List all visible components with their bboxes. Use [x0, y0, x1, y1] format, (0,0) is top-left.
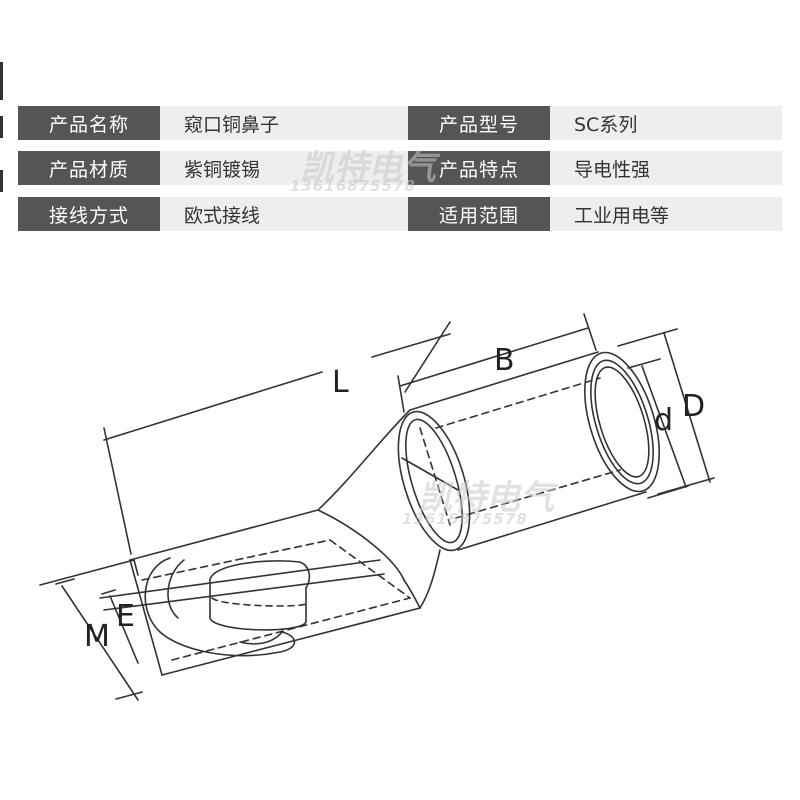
edge-mark — [0, 62, 3, 100]
dimension-label-M: M — [84, 619, 110, 654]
spec-value: 欧式接线 — [160, 197, 410, 231]
slot-opening — [144, 557, 296, 657]
neck-transition — [317, 409, 441, 609]
spec-value: SC系列 — [550, 106, 782, 140]
corner-bracket — [39, 559, 139, 586]
mounting-hole — [209, 560, 311, 631]
spec-row: 产品材质 紫铜镀锡 产品特点 导电性强 — [18, 151, 782, 185]
spec-value: 工业用电等 — [550, 197, 782, 231]
spec-row: 产品名称 窥口铜鼻子 产品型号 SC系列 — [18, 106, 782, 140]
dimension-L-line — [103, 321, 451, 555]
spec-label: 产品特点 — [408, 151, 550, 185]
dimension-label-L: L — [332, 365, 349, 400]
spec-value: 导电性强 — [550, 151, 782, 185]
dimension-label-E: E — [116, 599, 135, 634]
dimension-label-B: B — [494, 343, 515, 378]
dimension-label-d: d — [654, 403, 673, 438]
spec-label: 适用范围 — [408, 197, 550, 231]
spec-label: 产品材质 — [18, 151, 160, 185]
dimension-M-line — [55, 578, 143, 701]
barrel-seam — [401, 457, 459, 491]
edge-mark — [0, 116, 3, 138]
spec-label: 产品型号 — [408, 106, 550, 140]
dimension-E-line — [101, 589, 139, 664]
flat-palm — [99, 509, 421, 676]
dimension-d-line — [627, 358, 689, 499]
dimension-label-D: D — [682, 389, 705, 424]
spec-label: 接线方式 — [18, 197, 160, 231]
spec-value: 紫铜镀锡 — [160, 151, 410, 185]
spec-value: 窥口铜鼻子 — [160, 106, 410, 140]
dimension-B-line — [397, 313, 597, 413]
barrel-back-ring — [584, 351, 660, 493]
edge-mark — [0, 170, 3, 192]
barrel-front-ring — [397, 410, 471, 552]
spec-row: 接线方式 欧式接线 适用范围 工业用电等 — [18, 197, 782, 231]
spec-label: 产品名称 — [18, 106, 160, 140]
